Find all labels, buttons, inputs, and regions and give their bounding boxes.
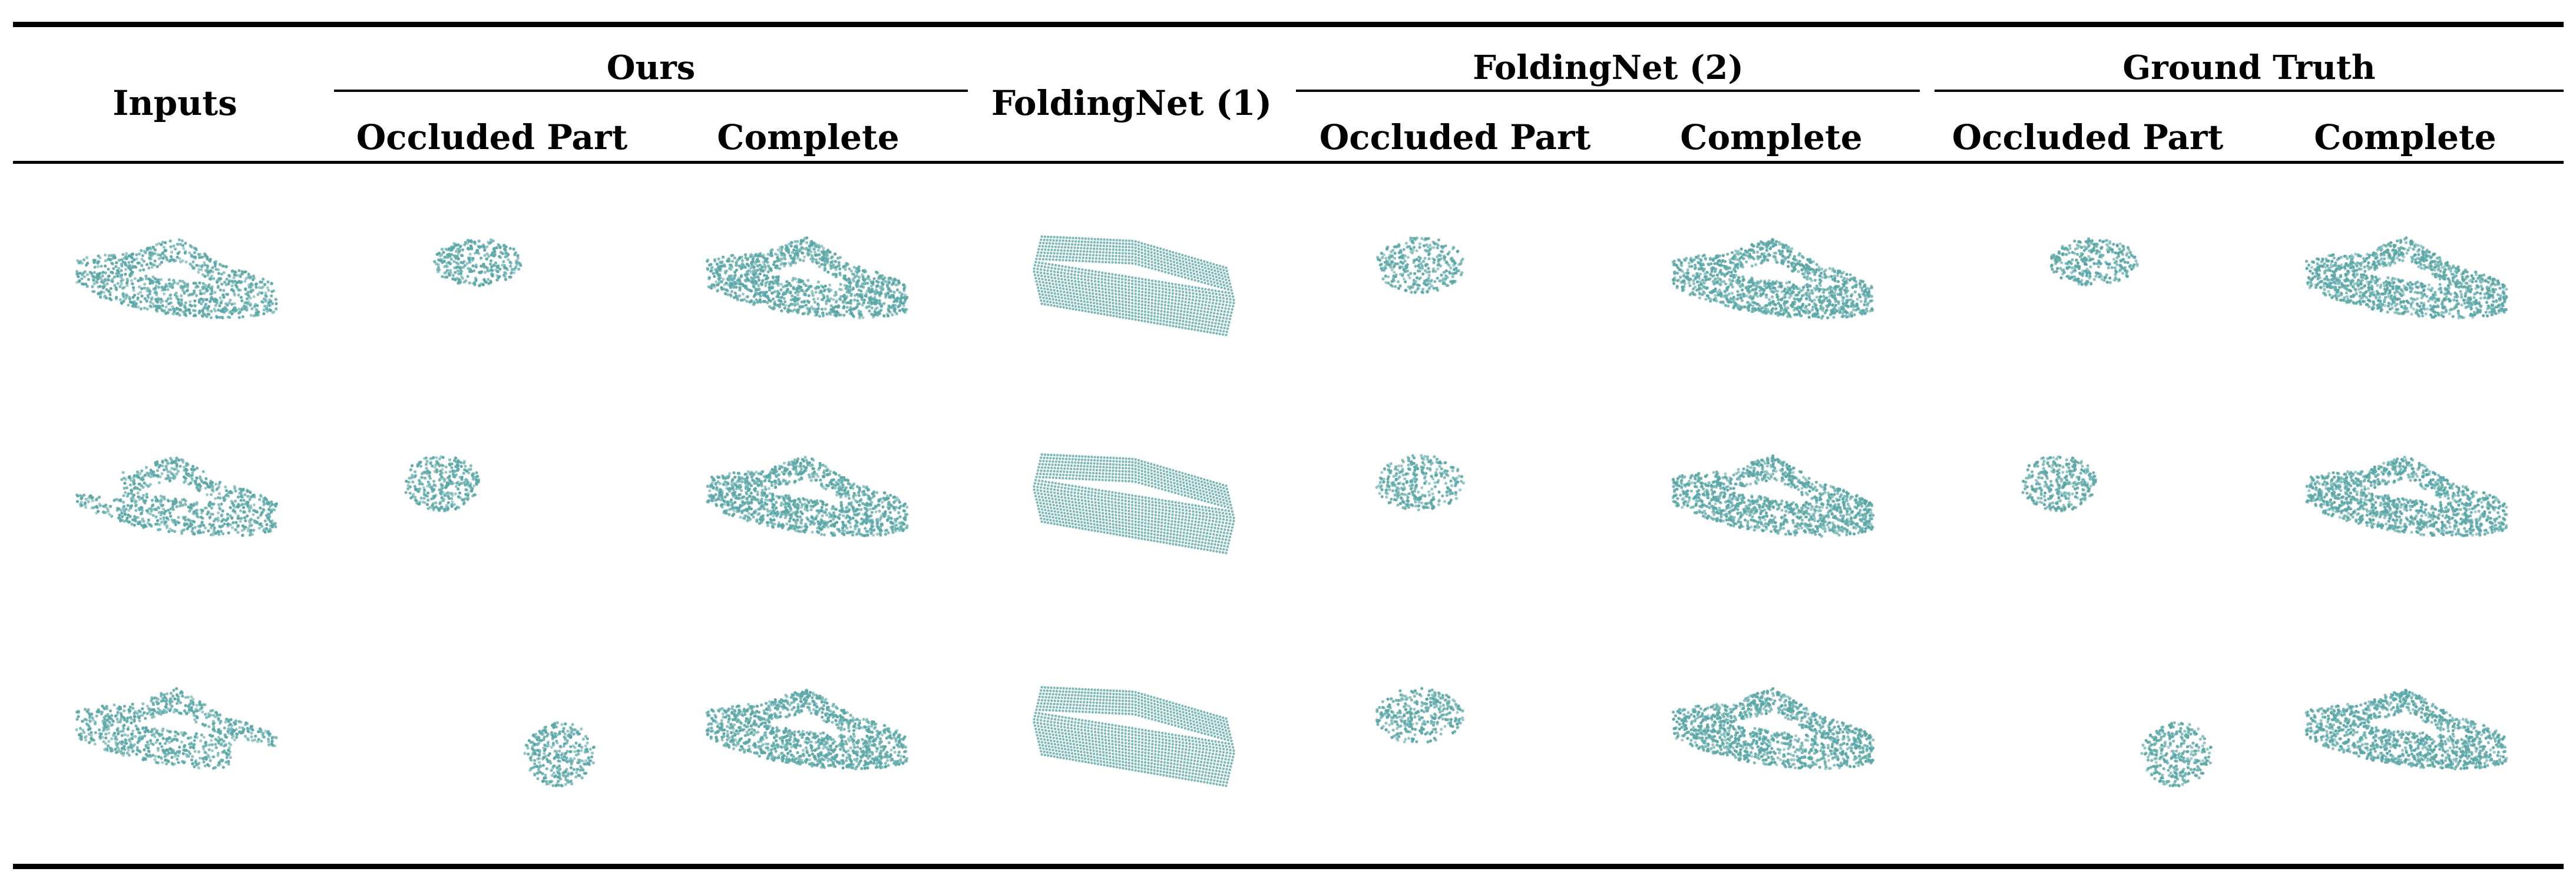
point-cloud-inputs-row-3 — [65, 666, 289, 807]
point-cloud-gt-complete-row-3 — [2294, 666, 2518, 807]
point-cloud-foldingnet2-occluded-row-2 — [1308, 433, 1532, 574]
point-cloud-graphic — [2050, 237, 2139, 287]
point-cloud-foldingnet2-occluded-row-3 — [1308, 666, 1532, 807]
point-cloud-graphic — [1672, 687, 1875, 771]
header-bottom-rule — [13, 161, 2564, 164]
point-cloud-graphic — [2305, 236, 2508, 320]
point-cloud-foldingnet2-complete-row-1 — [1661, 215, 1885, 356]
point-cloud-gt-occluded-row-1 — [1953, 215, 2177, 356]
point-cloud-ours-occluded-row-1 — [336, 215, 560, 356]
point-cloud-graphic — [706, 455, 909, 537]
point-cloud-graphic — [1033, 235, 1235, 336]
point-cloud-graphic — [75, 238, 278, 320]
point-cloud-foldingnet1-row-1 — [1022, 215, 1246, 356]
header-inputs: Inputs — [113, 83, 237, 123]
group-rule-foldingnet2 — [1296, 90, 1920, 92]
bottom-rule — [13, 864, 2564, 869]
point-cloud-graphic — [1376, 236, 1464, 294]
header-foldingnet1: FoldingNet (1) — [991, 83, 1272, 123]
header-gt-complete: Complete — [2314, 117, 2496, 157]
point-cloud-graphic — [706, 236, 909, 320]
point-cloud-inputs-row-2 — [65, 433, 289, 574]
point-cloud-graphic — [705, 688, 909, 771]
point-cloud-ours-occluded-row-2 — [336, 433, 560, 574]
point-cloud-graphic — [1671, 237, 1874, 320]
point-cloud-graphic — [404, 455, 481, 513]
point-cloud-graphic — [523, 721, 596, 788]
point-cloud-graphic — [2305, 455, 2508, 537]
point-cloud-ours-complete-row-3 — [695, 666, 919, 807]
point-cloud-graphic — [1033, 453, 1235, 554]
header-ours-occluded: Occluded Part — [356, 117, 628, 157]
point-cloud-foldingnet2-complete-row-2 — [1661, 433, 1885, 574]
group-rule-ground-truth — [1935, 90, 2564, 92]
point-cloud-graphic — [1375, 454, 1465, 511]
header-ground-truth: Ground Truth — [2122, 48, 2375, 87]
point-cloud-ours-complete-row-2 — [695, 433, 919, 574]
point-cloud-gt-complete-row-1 — [2294, 215, 2518, 356]
point-cloud-graphic — [75, 687, 278, 770]
point-cloud-foldingnet1-row-2 — [1022, 433, 1246, 574]
header-gt-occluded: Occluded Part — [1952, 117, 2224, 157]
point-cloud-foldingnet1-row-3 — [1022, 666, 1246, 807]
header-ours: Ours — [607, 48, 696, 87]
header-foldingnet2-occluded: Occluded Part — [1320, 117, 1591, 157]
point-cloud-inputs-row-1 — [65, 215, 289, 356]
point-cloud-gt-complete-row-2 — [2294, 433, 2518, 574]
point-cloud-graphic — [2304, 688, 2508, 771]
point-cloud-gt-occluded-row-3 — [1953, 666, 2213, 807]
point-cloud-graphic — [2021, 455, 2098, 513]
point-cloud-ours-complete-row-1 — [695, 215, 919, 356]
header-foldingnet2-complete: Complete — [1680, 117, 1862, 157]
point-cloud-graphic — [433, 238, 523, 288]
point-cloud-graphic — [2140, 721, 2213, 788]
group-rule-ours — [334, 90, 968, 92]
top-rule — [13, 22, 2564, 27]
point-cloud-graphic — [75, 457, 279, 537]
point-cloud-foldingnet2-complete-row-3 — [1661, 666, 1885, 807]
point-cloud-foldingnet2-occluded-row-1 — [1308, 215, 1532, 356]
point-cloud-ours-occluded-row-3 — [336, 666, 596, 807]
point-cloud-graphic — [1033, 686, 1235, 787]
point-cloud-graphic — [1375, 686, 1465, 744]
point-cloud-graphic — [1671, 454, 1875, 538]
point-cloud-gt-occluded-row-2 — [1953, 433, 2177, 574]
header-ours-complete: Complete — [717, 117, 899, 157]
header-foldingnet2: FoldingNet (2) — [1473, 48, 1744, 87]
